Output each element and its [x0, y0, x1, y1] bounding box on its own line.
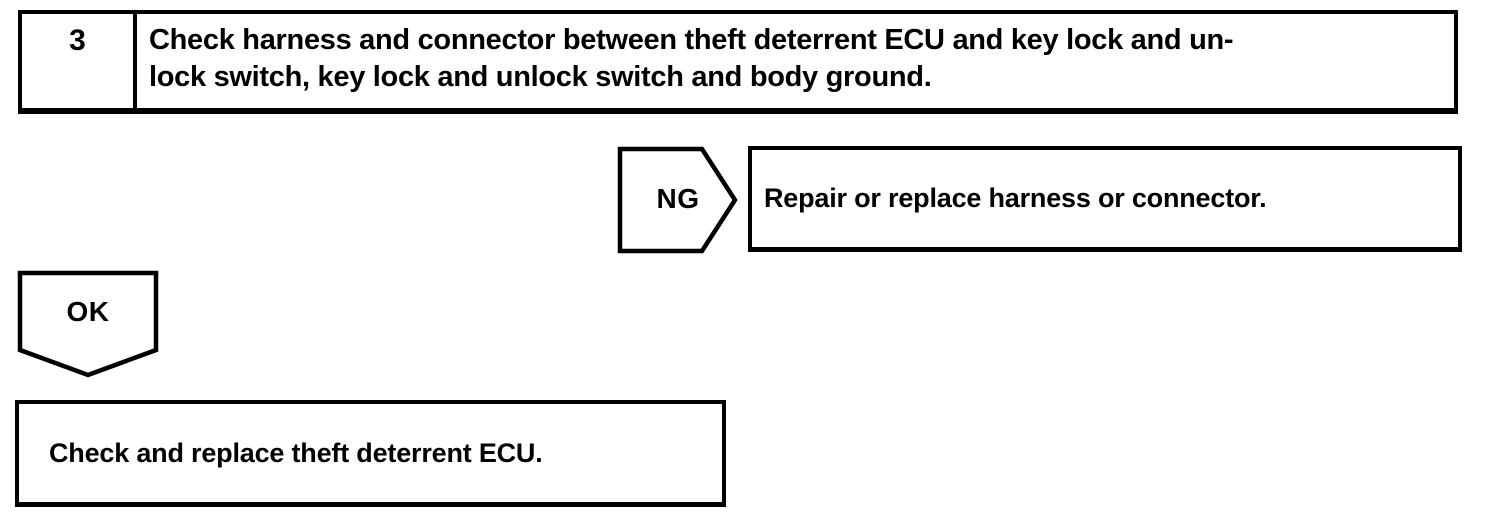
step-number: 3	[22, 14, 137, 108]
ng-pentagon-icon	[617, 146, 738, 254]
ok-result-text: Check and replace theft deterrent ECU.	[49, 437, 543, 468]
ng-label: NG	[656, 183, 700, 214]
ok-pentagon-icon	[17, 270, 159, 378]
ok-result-box: Check and replace theft deterrent ECU.	[15, 400, 726, 507]
step-instruction: Check harness and connector between thef…	[137, 14, 1454, 108]
step-instruction-line2: lock switch, key lock and unlock switch …	[149, 61, 932, 93]
ng-result-text: Repair or replace harness or connector.	[764, 183, 1267, 213]
step-box: 3 Check harness and connector between th…	[18, 10, 1458, 114]
ng-result-box: Repair or replace harness or connector.	[748, 146, 1462, 252]
step-instruction-line1: Check harness and connector between thef…	[149, 24, 1234, 56]
ok-label: OK	[66, 296, 110, 327]
